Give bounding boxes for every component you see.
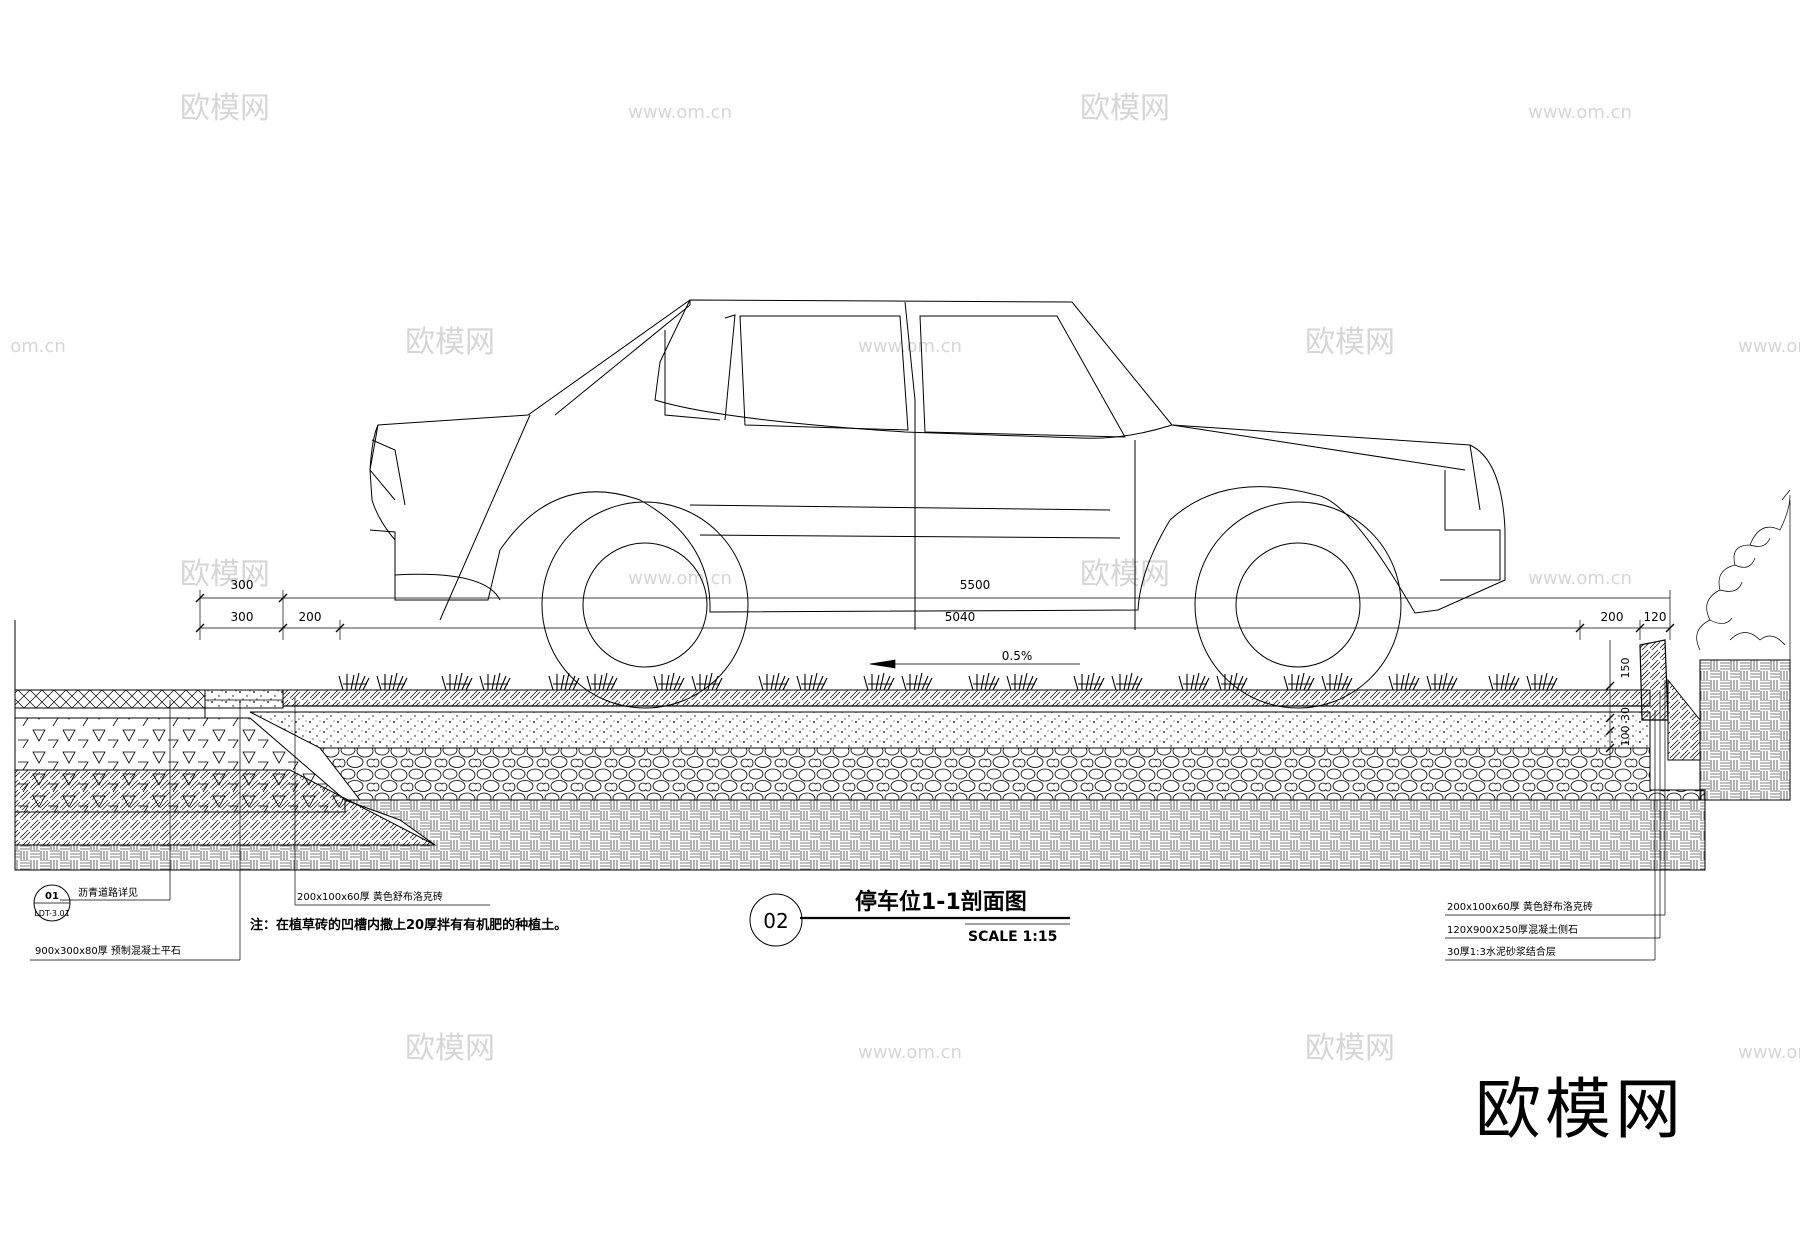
dim-150: 150 <box>1619 658 1632 679</box>
dim-300: 300 <box>231 610 254 624</box>
ground-section <box>14 620 1791 871</box>
grass-tuft <box>1488 672 1520 691</box>
grass-tuft <box>968 672 1000 691</box>
grass-tuft <box>1073 672 1105 691</box>
dim-200-left: 200 <box>299 610 322 624</box>
grass-tuft <box>1111 672 1143 691</box>
watermark-url: www.om.cn <box>628 102 732 123</box>
paver-left-label: 200x100x60厚 黄色舒布洛克砖 <box>297 890 443 903</box>
grass-tuft <box>586 672 618 691</box>
grass-tuft <box>653 672 685 691</box>
drawing-title: 停车位1-1剖面图 <box>855 889 1027 915</box>
drawing-scale: SCALE 1:15 <box>968 929 1057 945</box>
dim-120: 120 <box>1644 610 1667 624</box>
dim-30: 30 <box>1619 707 1632 721</box>
dim-5040: 5040 <box>945 610 976 624</box>
labels: 300 5500 300 200 5040 200 120 150 30 100… <box>35 578 1666 958</box>
mortar-label: 30厚1:3水泥砂浆结合层 <box>1447 945 1556 958</box>
grass-tuft <box>548 672 580 691</box>
grass-note: 注：在植草砖的凹槽内撒上20厚拌有有机肥的种植土。 <box>250 917 567 933</box>
grass-tuft <box>1006 672 1038 691</box>
dim-300-top: 300 <box>231 578 254 592</box>
grass-tuft <box>376 672 408 691</box>
grass-tuft <box>758 672 790 691</box>
grass-tuft <box>1216 672 1248 691</box>
dimension-lines <box>195 590 1675 760</box>
grass-tuft <box>1388 672 1420 691</box>
grass-tuft <box>338 672 370 691</box>
detail-number: 02 <box>763 909 788 933</box>
ref-bubble-bottom: LDT-3.01 <box>34 909 69 918</box>
watermark-brand: 欧模网 <box>405 1031 495 1066</box>
dim-100: 100 <box>1619 726 1632 747</box>
leader-lines <box>30 680 1666 961</box>
ref-bubble-top: 01 <box>45 891 59 902</box>
watermark-brand: 欧模网 <box>180 557 270 592</box>
curb-stone-label: 120X900X250厚混凝土侧石 <box>1447 923 1578 936</box>
car-outline <box>369 299 1506 709</box>
grass-tuft <box>901 672 933 691</box>
watermark-brand: 欧模网 <box>1305 1031 1395 1066</box>
watermark-brand: 欧模网 <box>1080 91 1170 126</box>
grass-tuft <box>863 672 895 691</box>
watermark-url: www.om.cn <box>628 568 732 589</box>
grass-tuft <box>691 672 723 691</box>
watermark-url-left: om.cn <box>10 336 66 357</box>
watermark-brand: 欧模网 <box>1080 557 1170 592</box>
watermark-url: www.om.cn <box>1528 568 1632 589</box>
watermark-url: www.om.cn <box>858 1042 962 1063</box>
grass-tuft <box>479 672 511 691</box>
slope-label: 0.5% <box>1002 649 1033 663</box>
road-ref-label: 沥青道路详见 <box>78 886 138 899</box>
logo-watermark: 欧模网 <box>1475 1071 1685 1148</box>
shrub <box>1696 489 1791 660</box>
grass-tuft <box>796 672 828 691</box>
grass-tuft <box>1526 672 1558 691</box>
grass-tuft <box>1426 672 1458 691</box>
watermark-brand: 欧模网 <box>180 91 270 126</box>
watermark-url: www.om.cn <box>1738 336 1800 357</box>
reference-bubble: 01 LDT-3.01 <box>33 884 71 922</box>
dim-200-right: 200 <box>1601 610 1624 624</box>
title-block: 02 停车位1-1剖面图 SCALE 1:15 <box>749 889 1070 947</box>
watermark-url: www.om.cn <box>1738 1042 1800 1063</box>
curb-flat-label: 900x300x80厚 预制混凝土平石 <box>35 944 181 957</box>
grass-tufts <box>338 672 1558 691</box>
watermark-url: www.om.cn <box>1528 102 1632 123</box>
watermark-brand: 欧模网 <box>1305 325 1395 360</box>
paver-right-label: 200x100x60厚 黄色舒布洛克砖 <box>1447 900 1593 913</box>
grass-tuft <box>1178 672 1210 691</box>
grass-tuft <box>1283 672 1315 691</box>
dim-5500: 5500 <box>960 578 991 592</box>
watermark-brand: 欧模网 <box>405 325 495 360</box>
grass-tuft <box>441 672 473 691</box>
grass-tuft <box>1321 672 1353 691</box>
